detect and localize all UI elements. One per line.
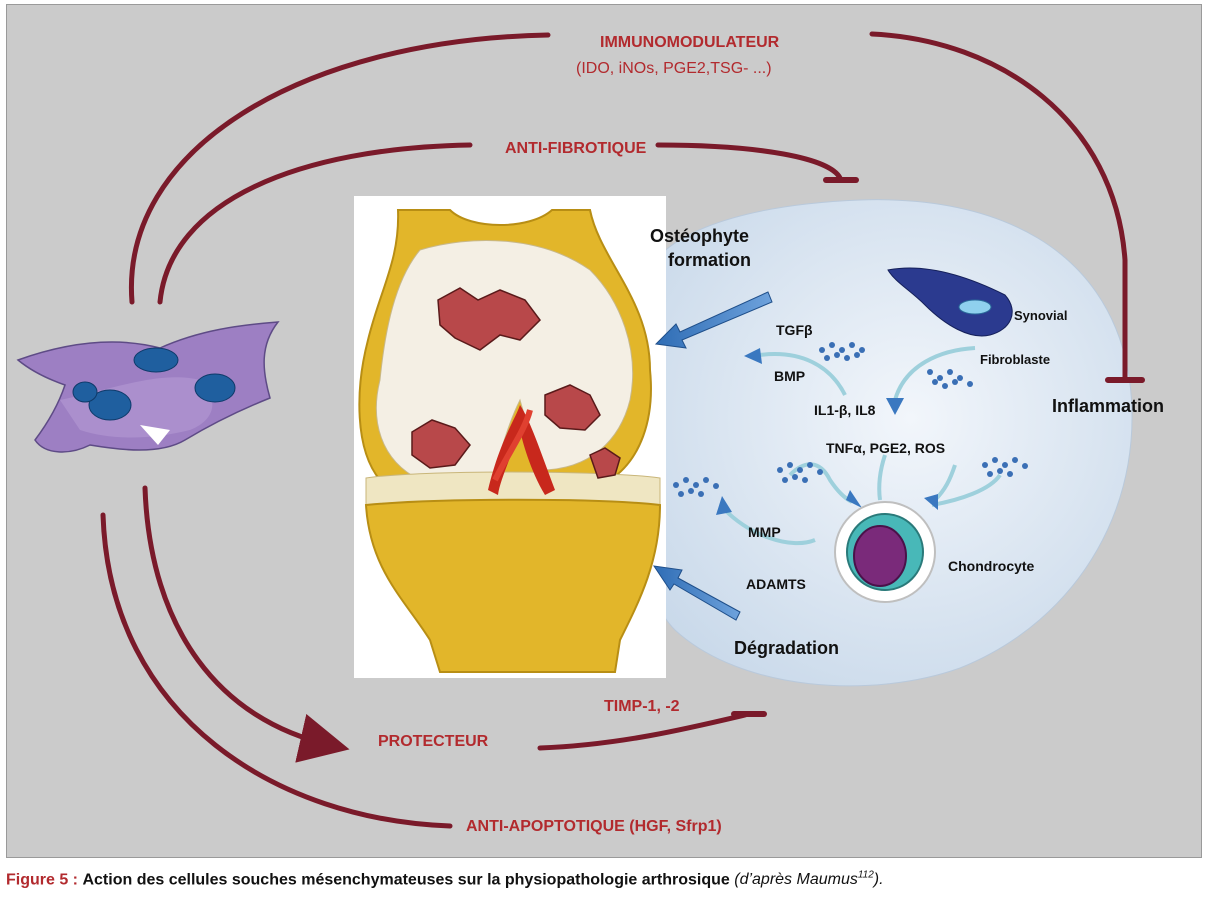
arc-anti-apoptotique [100,512,453,829]
knee-joint-illustration [354,196,666,678]
label-chondrocyte: Chondrocyte [948,558,1035,574]
caption-cite-prefix: (d’après Maumus [734,871,858,889]
label-tgfb: TGFβ [776,322,813,338]
caption-citation: (d’après Maumus112). [734,870,884,889]
label-bmp: BMP [774,368,806,384]
label-fibroblaste: Fibroblaste [980,352,1051,367]
label-degradation: Dégradation [734,638,840,658]
label-protecteur: PROTECTEUR [378,733,489,750]
arc-to-osteophyte [655,142,843,181]
caption-title: Action des cellules souches mésenchymate… [82,871,730,889]
label-anti-apoptotique: ANTI-APOPTOTIQUE (HGF, Sfrp1) [466,818,722,835]
figure-caption: Figure 5 : Action des cellules souches m… [6,870,884,889]
arc-to-timp [537,712,748,751]
arc-anti-fibrotique [157,142,473,305]
label-adamts: ADAMTS [746,576,806,592]
label-synovial: Synovial [1014,308,1068,323]
caption-figure-number: Figure 5 : [6,871,79,889]
label-mmp: MMP [748,524,781,540]
caption-cite-ref: 112 [857,870,874,881]
label-osteophyte: Ostéophyte [650,226,750,246]
caption-cite-suffix: ). [873,871,884,889]
label-timp: TIMP-1, -2 [604,698,680,715]
arc-protecteur [142,485,350,763]
label-il1: IL1-β, IL8 [814,402,876,418]
mediator-arrows [723,346,1002,546]
blue-effect-arrows [652,291,773,621]
label-tnf: TNFα, PGE2, ROS [826,440,946,456]
label-formation: formation [668,250,751,270]
mediator-dots [673,342,1028,497]
label-anti-fibrotique: ANTI-FIBROTIQUE [505,140,647,157]
arc-to-inflammation [869,31,1128,381]
label-inflammation: Inflammation [1052,396,1165,416]
mechanism-arrows [100,31,1145,829]
synovial-fibroblast [887,267,1013,337]
arc-immunomodulateur [128,32,551,305]
label-immunomodulateur: IMMUNOMODULATEUR [600,34,780,51]
chondrocyte-cell [834,501,936,603]
label-immuno-detail: (IDO, iNOs, PGE2,TSG- ...) [576,60,772,77]
mesenchymal-stem-cells [16,321,280,453]
